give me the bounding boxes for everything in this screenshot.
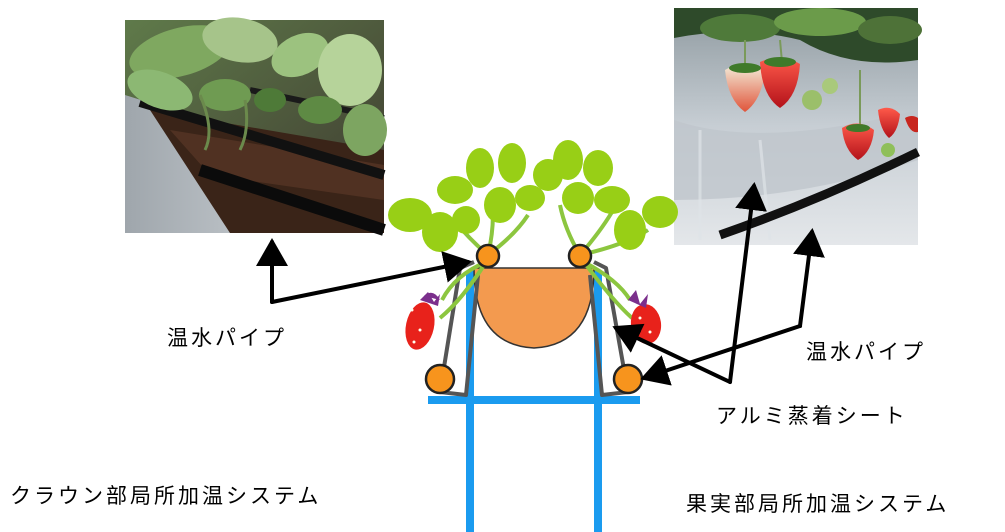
fruit-pipe-left: [426, 365, 454, 393]
label-hot-water-pipe-left: 温水パイプ: [167, 322, 287, 352]
label-hot-water-pipe-right: 温水パイプ: [806, 336, 926, 366]
label-fruit-heating-system: 果実部局所加温システム: [686, 488, 949, 518]
planter-bed: [474, 268, 594, 348]
strawberry-leaves: [388, 140, 678, 252]
arrow-right-to-photo-a: [800, 232, 812, 326]
crown-pipe-left: [477, 245, 499, 267]
crown-pipe-right: [569, 245, 591, 267]
strawberry-fruit-left: [401, 292, 440, 352]
label-aluminum-sheet: アルミ蒸着シート: [716, 400, 908, 430]
fruit-pipe-right: [614, 365, 642, 393]
label-crown-heating-system: クラウン部局所加温システム: [10, 480, 321, 510]
strawberry-fruit-photo: [674, 8, 922, 245]
strawberry-crown-photo: [122, 12, 387, 233]
